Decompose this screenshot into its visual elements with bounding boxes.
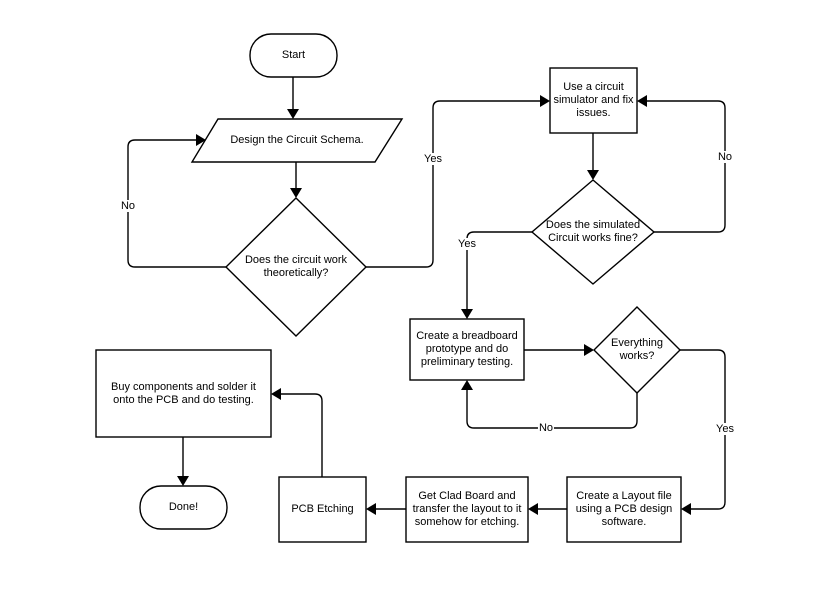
done-terminator	[139, 485, 228, 530]
edge-theory-yes-to-simulator	[366, 100, 540, 268]
sim-check-diamond	[530, 179, 656, 285]
theory-check-label: Does the circuit work theoretically?	[244, 254, 348, 279]
edge-etching-to-buy	[281, 393, 323, 477]
buy-label: Buy components and solder it onto the PC…	[111, 380, 256, 406]
arrowhead	[461, 380, 473, 390]
clad-box	[405, 476, 529, 543]
everything-no-label: No	[537, 422, 555, 434]
breadboard-box	[409, 318, 525, 381]
arrowhead	[366, 503, 376, 515]
everything-check-label: Everything works?	[611, 337, 663, 362]
arrowhead	[290, 188, 302, 198]
theory-yes-label: Yes	[423, 153, 443, 165]
design-parallelogram	[190, 118, 404, 163]
layout-label: Create a Layout file using a PCB design …	[575, 490, 673, 528]
done-label: Done!	[168, 501, 199, 513]
design-label: Design the Circuit Schema.	[230, 134, 364, 146]
layout-box	[566, 476, 682, 543]
sim-check-label: Does the simulated Circuit works fine?	[545, 219, 641, 244]
etching-box	[278, 476, 367, 543]
clad-label: Get Clad Board and transfer the layout t…	[412, 490, 522, 528]
arrowhead	[461, 309, 473, 319]
arrowhead	[271, 388, 281, 400]
edge-simcheck-no-to-simulator	[647, 100, 726, 233]
breadboard-label: Create a breadboard prototype and do pre…	[416, 330, 518, 368]
theory-no-label: No	[119, 200, 137, 212]
sim-no-label: No	[716, 151, 734, 163]
arrowhead	[587, 170, 599, 180]
arrowhead	[637, 95, 647, 107]
arrowhead	[540, 95, 550, 107]
arrowhead	[177, 476, 189, 486]
everything-yes-label: Yes	[715, 423, 735, 435]
arrowhead	[584, 344, 594, 356]
sim-yes-label: Yes	[457, 238, 477, 250]
start-label: Start	[281, 49, 306, 61]
arrowhead	[196, 134, 206, 146]
arrowhead	[681, 503, 691, 515]
buy-box	[95, 349, 272, 438]
etching-label: PCB Etching	[291, 503, 354, 515]
arrowhead	[287, 109, 299, 119]
arrowhead	[528, 503, 538, 515]
theory-check-diamond	[225, 197, 367, 337]
simulator-label: Use a circuit simulator and fix issues.	[553, 81, 634, 119]
